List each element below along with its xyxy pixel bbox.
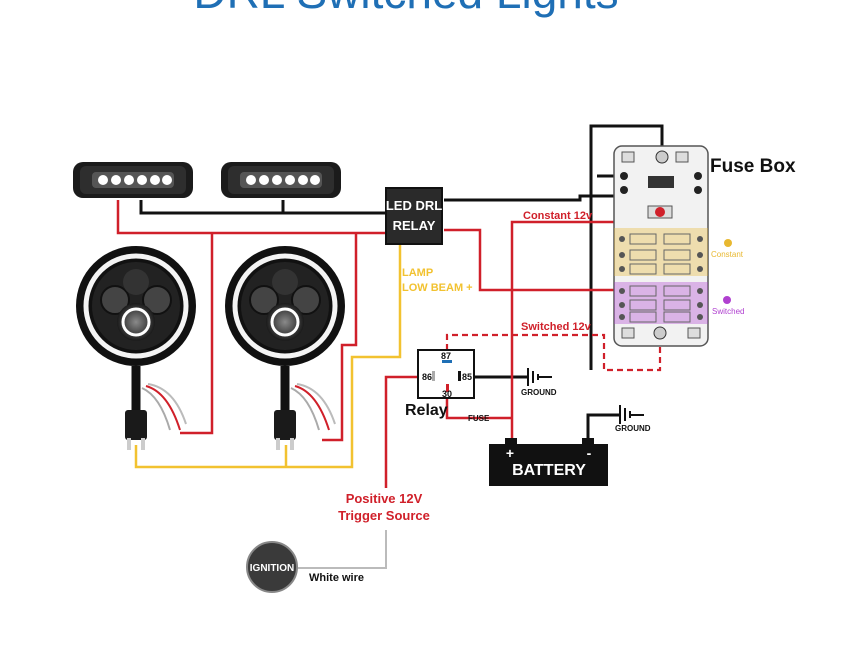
- switched-legend-dot: [723, 296, 731, 304]
- battery-minus: -: [587, 445, 592, 461]
- relay-pin-86: 86: [422, 372, 432, 382]
- black-wires: [139, 124, 664, 440]
- ground-icon: [619, 405, 644, 424]
- fuse-box: [613, 145, 709, 347]
- fusebox-ground-label: GROUND: [615, 424, 651, 433]
- page-title: DRL Switched Lights: [193, 0, 618, 18]
- fuse-box-label: Fuse Box: [710, 156, 796, 177]
- switched-fuse-group: [614, 282, 708, 324]
- relay-pin-30: 30: [442, 389, 452, 399]
- relay: 87 86 85 30: [417, 349, 475, 399]
- battery: + - BATTERY: [489, 438, 608, 486]
- headlight-right: [225, 246, 345, 450]
- switched-legend-label: Switched: [712, 307, 744, 316]
- relay-label: Relay: [405, 402, 448, 419]
- ignition: IGNITION: [246, 541, 298, 593]
- ground-icon: [527, 368, 552, 386]
- relay-ground-label: GROUND: [521, 388, 557, 397]
- fuse-label: FUSE: [468, 414, 490, 423]
- white-wire: [296, 530, 387, 569]
- constant-legend-label: Constant: [711, 250, 744, 259]
- switched-12v-label: Switched 12v: [521, 321, 592, 333]
- led-drl-relay-box: LED DRL RELAY: [385, 187, 443, 245]
- headlight-left: [76, 246, 196, 450]
- ignition-label: IGNITION: [250, 563, 294, 574]
- battery-plus: +: [506, 445, 514, 461]
- relay-pin-85: 85: [462, 372, 472, 382]
- trigger-source-label: Trigger Source: [338, 508, 430, 523]
- white-wire-label: White wire: [309, 572, 364, 584]
- lamp-label: LAMP: [402, 267, 433, 279]
- low-beam-label: LOW BEAM +: [402, 282, 473, 294]
- relay-box-line2: RELAY: [393, 218, 436, 233]
- constant-fuse-group: [614, 228, 708, 276]
- constant-12v-label: Constant 12v: [523, 210, 593, 222]
- red-dashed-wires: [445, 330, 662, 372]
- led-light-bar-right: [221, 162, 341, 198]
- led-light-bar-left: [73, 162, 193, 198]
- battery-label: BATTERY: [512, 462, 586, 479]
- relay-box-line1: LED DRL: [386, 198, 442, 213]
- yellow-wires: [134, 245, 402, 469]
- positive-12v-label: Positive 12V: [346, 491, 423, 506]
- relay-pin-87: 87: [441, 351, 451, 361]
- constant-legend-dot: [724, 239, 732, 247]
